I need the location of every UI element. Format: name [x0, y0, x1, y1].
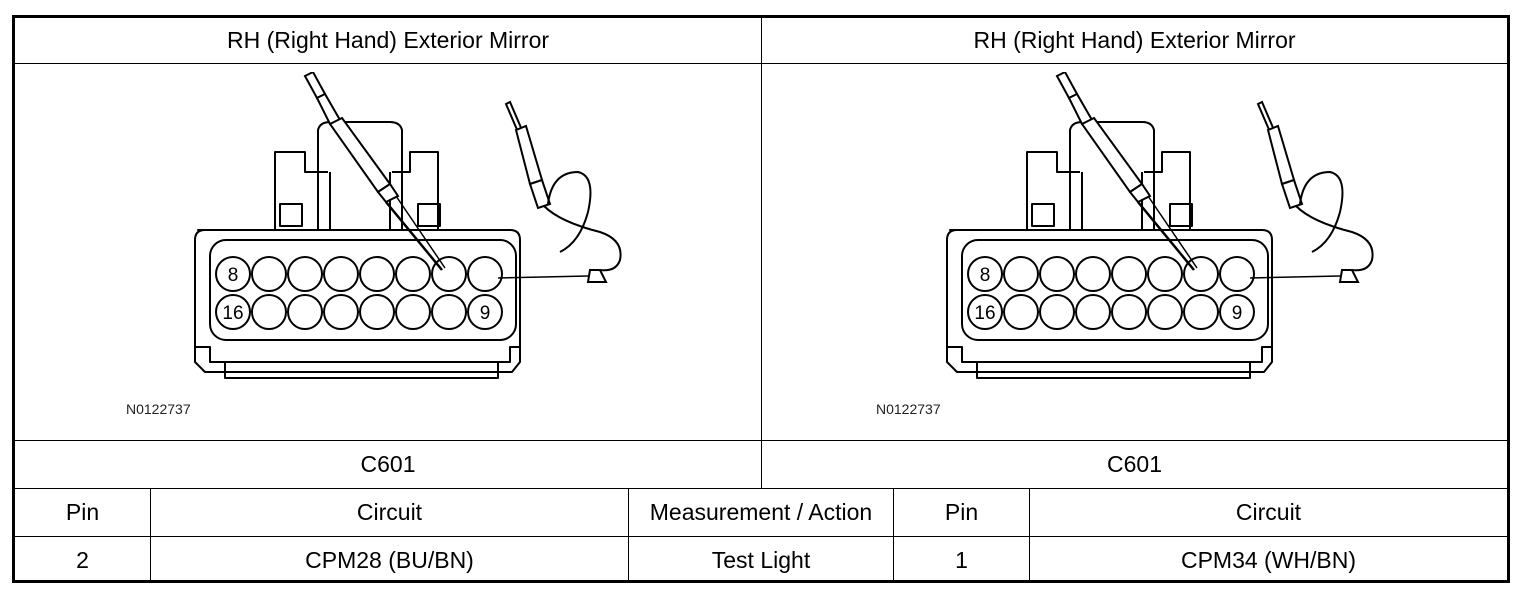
test-lead — [497, 100, 622, 283]
divider-col-2 — [628, 488, 629, 583]
row-pin-left: 2 — [76, 546, 89, 573]
row-circuit-right: CPM34 (WH/BN) — [1180, 546, 1357, 573]
row-circuit-left: CPM28 (BU/BN) — [305, 546, 474, 573]
pin-label-16: 16 — [974, 303, 995, 324]
latch-outline — [1069, 121, 1155, 230]
divider-col-4 — [1029, 488, 1030, 583]
connector-body — [946, 229, 1273, 373]
connector-label-right: C601 — [1107, 451, 1162, 477]
header-pin-left: Pin — [65, 499, 100, 525]
test-light-probe — [303, 72, 446, 271]
test-light-probe — [1055, 72, 1198, 271]
figure-id-left: N0122737 — [126, 401, 191, 417]
pin-label-9: 9 — [480, 303, 491, 324]
header-pin-right: Pin — [944, 499, 979, 525]
connector-body — [194, 229, 521, 373]
header-measurement: Measurement / Action — [649, 499, 873, 525]
latch-outline — [317, 121, 403, 230]
connector-figure-left: 8 16 9 — [180, 72, 640, 392]
connector-label-left: C601 — [360, 451, 416, 477]
pin-label-16: 16 — [222, 303, 243, 324]
row-pin-right: 1 — [955, 546, 968, 573]
pin-label-8: 8 — [228, 265, 239, 286]
connector-figure-right: 8 16 9 — [932, 72, 1392, 392]
divider-col-3 — [893, 488, 894, 583]
test-lead — [1249, 100, 1374, 283]
pin-label-8: 8 — [980, 265, 991, 286]
divider-col-1 — [150, 488, 151, 583]
header-circuit-left: Circuit — [356, 499, 423, 525]
panel-right-title: RH (Right Hand) Exterior Mirror — [973, 27, 1296, 53]
divider-header — [12, 536, 1510, 537]
header-circuit-right: Circuit — [1235, 499, 1302, 525]
divider-panels — [761, 15, 762, 489]
pin-label-9: 9 — [1232, 303, 1243, 324]
panel-left-title: RH (Right Hand) Exterior Mirror — [226, 27, 550, 53]
figure-id-right: N0122737 — [876, 401, 941, 417]
row-measurement: Test Light — [711, 546, 811, 573]
